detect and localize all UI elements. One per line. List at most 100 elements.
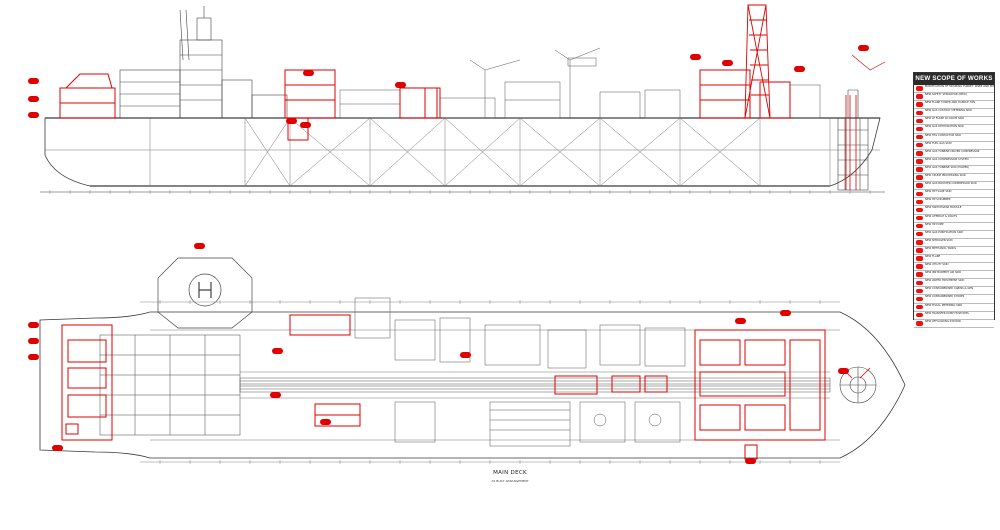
legend-marker-icon: [915, 94, 923, 99]
legend-item-label: NEW GAS CUSTODY METERING SKID: [925, 109, 973, 113]
legend-marker-icon: [915, 159, 923, 164]
legend-marker-icon: [915, 304, 923, 310]
legend-item: NEW FLARE: [914, 254, 994, 264]
legend-item: NEW TEG CONTACTOR SKID: [914, 134, 994, 142]
legend-item-label: NEW LIFEBOAT & DAVITS: [925, 214, 958, 218]
plan-hull-outline: [39, 311, 906, 459]
legend-item: NEW GAS COMPRESSION SYSTEM: [914, 158, 994, 166]
legend-marker-icon: [915, 151, 923, 156]
legend-item: MODIFICATION OF MOORING TURRET, RISER AN…: [914, 85, 994, 94]
legend-marker-icon: [915, 207, 923, 213]
legend-item: NEW METHANOL TANKS: [914, 247, 994, 255]
legend-list: MODIFICATION OF MOORING TURRET, RISER AN…: [914, 85, 994, 328]
legend-item-label: NEW CRUDE PROCESSING SKID: [925, 174, 966, 178]
legend-marker-icon: [915, 312, 923, 318]
elevation-callouts: [28, 45, 869, 128]
legend-marker-icon: [915, 321, 923, 326]
legend-marker-icon: [915, 215, 923, 221]
legend-item-label: NEW WATER TREATMENT SKID: [925, 279, 965, 283]
legend-item-label: NEW SWITCHGEAR MODULE: [925, 206, 962, 210]
legend-marker-icon: [915, 110, 923, 116]
legend-marker-icon: [915, 256, 923, 261]
legend-item: NEW CONTAINERISED CABINS & GEN: [914, 287, 994, 296]
legend-item-label: NEW GAS TURBINE SKID (POWER): [925, 165, 970, 169]
legend-item: NEW WATER TREATMENT SKID: [914, 279, 994, 288]
legend-marker-icon: [915, 86, 923, 91]
legend-marker-icon: [915, 118, 923, 124]
legend-item: NEW GAS CUSTODY METERING SKID: [914, 109, 994, 118]
legend-item: NEW TRANSFER PUMP HOSE REEL: [914, 312, 994, 320]
legend-item: NEW GAS DEHYDRATION SKID: [914, 125, 994, 134]
legend-item: NEW HP FLARE SKID: [914, 190, 994, 199]
plan-turret: [839, 366, 877, 404]
legend-marker-icon: [915, 231, 923, 237]
legend-item-label: NEW TEG CONTACTOR SKID: [925, 133, 962, 137]
legend-item: NEW GAS TURBINE DRIVEN COMPRESSOR: [914, 150, 994, 158]
legend-item-label: NEW GAS TURBINE DRIVEN COMPRESSOR: [925, 149, 980, 153]
elevation-process-modules: [339, 47, 821, 119]
legend-item: NEW LP FLARE KO DRUM SKID: [914, 117, 994, 126]
legend-item-label: NEW FISCAL METERING SKID: [925, 303, 963, 307]
legend-marker-icon: [915, 223, 923, 229]
legend-marker-icon: [915, 191, 923, 197]
legend-item: NEW NITROGEN SKID: [914, 239, 994, 247]
legend-marker-icon: [915, 167, 923, 172]
legend-item-label: NEW HP FLARE SKID: [925, 190, 952, 194]
legend-item-label: NEW NITROGEN SKID: [925, 238, 953, 242]
legend-marker-icon: [915, 248, 923, 253]
legend-item: NEW GAS BOOSTER COMPRESSOR SKID: [914, 182, 994, 191]
legend-item-label: NEW CONTAINERISED CABINS & GEN: [925, 287, 973, 291]
legend-item: NEW CRUDE PROCESSING SKID: [914, 174, 994, 183]
legend-item-label: NEW INSTRUMENT AIR SKID: [925, 271, 962, 275]
elevation-turret: [837, 89, 869, 191]
legend-item: NEW LIFEBOAT & DAVITS: [914, 215, 994, 223]
legend-item: NEW INSTRUMENT AIR SKID: [914, 271, 994, 280]
legend-marker-icon: [915, 272, 923, 277]
legend-item-label: NEW SAFETY SEPARATOR (NEW): [925, 93, 967, 97]
legend-marker-icon: [915, 199, 923, 205]
plan-accommodation: [99, 334, 241, 436]
scope-legend-panel: NEW SCOPE OF WORKS MODIFICATION OF MOORI…: [913, 72, 995, 328]
legend-item-label: NEW LP FLARE KO DRUM SKID: [925, 117, 965, 121]
legend-marker-icon: [915, 296, 923, 302]
legend-item: NEW SAFETY SEPARATOR (NEW): [914, 93, 994, 102]
elevation-hull-outline: [44, 117, 881, 187]
legend-item: NEW SWITCHGEAR MODULE: [914, 206, 994, 215]
legend-item-label: NEW HP SCRUBBER: [925, 198, 951, 202]
legend-item-label: NEW HP PUMP: [925, 222, 944, 226]
legend-marker-icon: [915, 142, 923, 148]
legend-marker-icon: [915, 240, 923, 245]
legend-item: NEW OFFLOADING STATION: [914, 320, 994, 328]
plan-view: [39, 257, 906, 464]
plan-process-modules: [354, 297, 686, 447]
legend-marker-icon: [915, 175, 923, 180]
legend-marker-icon: [915, 288, 923, 294]
legend-item: NEW UTILITY SKID: [914, 263, 994, 272]
legend-item-label: MODIFICATION OF MOORING TURRET, RISER AN…: [925, 85, 994, 88]
legend-item: NEW FUEL GAS SKID: [914, 142, 994, 150]
legend-item-label: NEW TRANSFER PUMP HOSE REEL: [925, 311, 970, 315]
legend-marker-icon: [915, 134, 923, 140]
legend-item-label: NEW GAS BOOSTER COMPRESSOR SKID: [925, 182, 977, 186]
legend-item-label: NEW GAS DEHYDRATION SKID: [925, 125, 964, 129]
legend-item: NEW FLARE TOWER AND HANDLE TIPS: [914, 101, 994, 110]
legend-item-label: NEW UTILITY SKID: [925, 263, 949, 267]
plan-new-scope: [61, 314, 871, 460]
elevation-view: [40, 6, 885, 194]
legend-title: NEW SCOPE OF WORKS: [914, 73, 994, 85]
legend-marker-icon: [915, 102, 923, 107]
legend-item-label: NEW FUEL GAS SKID: [925, 141, 952, 145]
legend-item-label: NEW FLARE TOWER AND HANDLE TIPS: [925, 101, 976, 105]
elevation-accommodation: [119, 6, 288, 119]
legend-item: NEW GAS TURBINE SKID (POWER): [914, 165, 994, 175]
legend-item-label: NEW GAS PURIFICATION SKID: [925, 230, 964, 234]
legend-marker-icon: [915, 183, 923, 188]
legend-marker-icon: [915, 264, 923, 269]
plan-pipe-rack: [239, 377, 831, 393]
legend-item: NEW FISCAL METERING SKID: [914, 304, 994, 312]
legend-item-label: NEW GAS COMPRESSION SYSTEM: [925, 157, 969, 161]
plan-title: MAIN DECK: [493, 470, 527, 476]
legend-item-label: NEW OFFLOADING STATION: [925, 319, 961, 323]
legend-item-label: NEW FLARE: [925, 254, 941, 258]
